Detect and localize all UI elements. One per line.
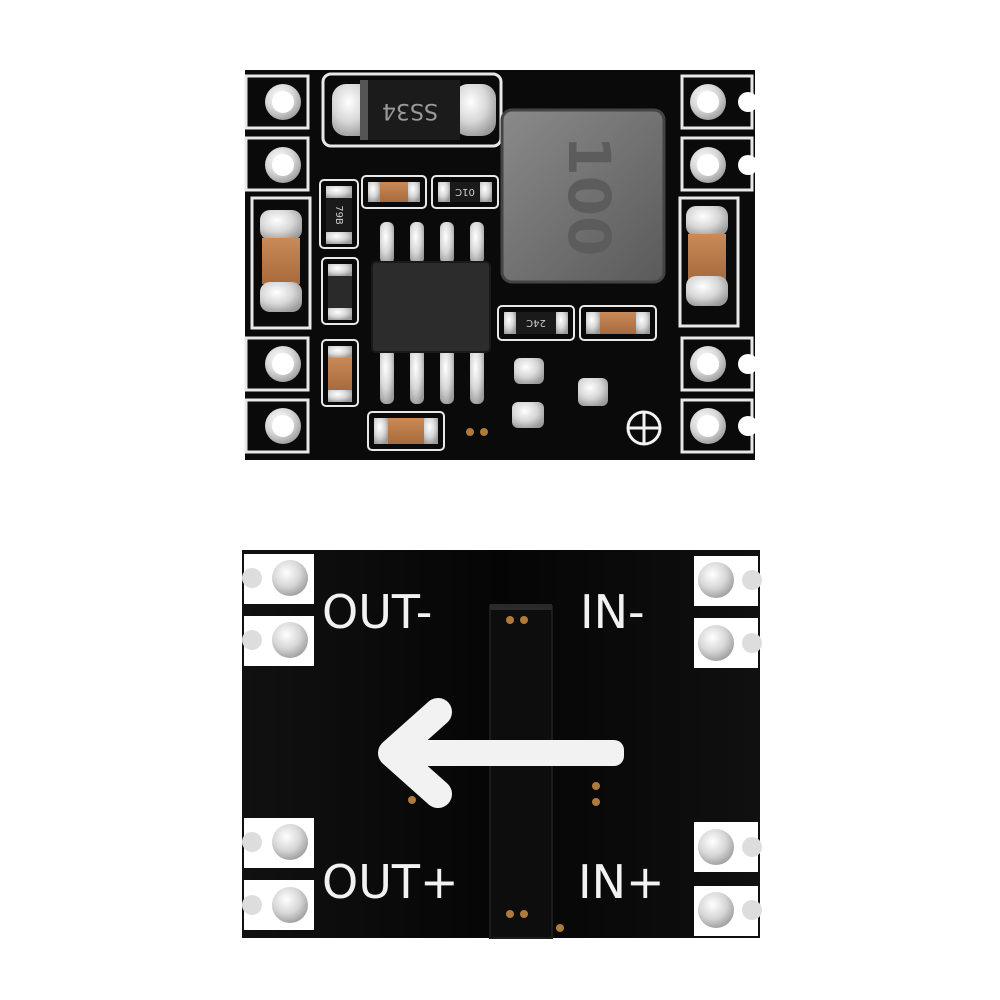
label-out-minus: OUT- — [322, 585, 432, 639]
pad-top-left-2 — [244, 136, 310, 192]
bottom-right-pads — [694, 556, 762, 936]
cap-left-vertical-1 — [321, 257, 359, 325]
crosshair-symbol — [626, 410, 662, 446]
resistor-01c-marking: 01C — [455, 186, 475, 197]
resistor-79b-marking: 79B — [333, 205, 344, 225]
resistor-79b: 79B — [319, 179, 359, 249]
diode-marking: SS34 — [382, 98, 438, 123]
top-board: SS34 100 79B 01C — [244, 70, 758, 460]
left-capacitor — [250, 196, 312, 330]
resistor-24c-marking: 24C — [526, 317, 546, 328]
label-in-minus: IN- — [580, 585, 645, 639]
pad-bottom-right-4 — [694, 886, 762, 936]
pad-bottom-left-4 — [242, 880, 314, 930]
pad-top-left-1 — [244, 74, 310, 130]
bottom-board: OUT- IN- OUT+ IN+ — [242, 550, 762, 939]
cap-right-small — [579, 305, 657, 341]
resistor-24c: 24C — [497, 305, 575, 341]
pad-top-right-4 — [680, 398, 758, 454]
pad-top-left-4 — [244, 398, 310, 454]
pad-top-left-3 — [244, 336, 310, 392]
cap-left-vertical-2 — [321, 339, 359, 407]
top-right-pads — [680, 74, 758, 454]
bottom-left-pads — [242, 554, 314, 930]
ic-soic8 — [371, 222, 491, 404]
inductor-marking: 100 — [555, 135, 623, 256]
center-seam — [489, 605, 553, 939]
label-out-plus: OUT+ — [322, 855, 459, 909]
ic-top-pins — [380, 222, 484, 264]
pad-bottom-left-3 — [242, 818, 314, 868]
resistor-01c: 01C — [431, 175, 499, 209]
pad-top-right-2 — [680, 136, 758, 192]
cap-bottom-horizontal — [367, 411, 445, 451]
pad-bottom-left-2 — [242, 616, 314, 666]
pad-top-right-3 — [680, 336, 758, 392]
ic-bottom-pins — [380, 348, 484, 404]
pad-bottom-right-2 — [694, 618, 762, 668]
diode-ss34: SS34 — [321, 72, 503, 148]
bottom-vias — [408, 616, 600, 932]
pad-bottom-right-3 — [694, 822, 762, 872]
right-capacitor — [678, 196, 740, 328]
label-in-plus: IN+ — [578, 855, 665, 909]
arrow-left-icon — [378, 698, 624, 808]
pad-bottom-left-1 — [242, 554, 314, 604]
via-pair — [466, 428, 488, 436]
cap-top-1 — [361, 175, 427, 209]
inductor: 100 — [500, 108, 666, 284]
pad-bottom-right-1 — [694, 556, 762, 606]
loose-pads — [512, 358, 608, 428]
top-left-pads — [244, 74, 310, 454]
pad-top-right-1 — [680, 74, 758, 130]
